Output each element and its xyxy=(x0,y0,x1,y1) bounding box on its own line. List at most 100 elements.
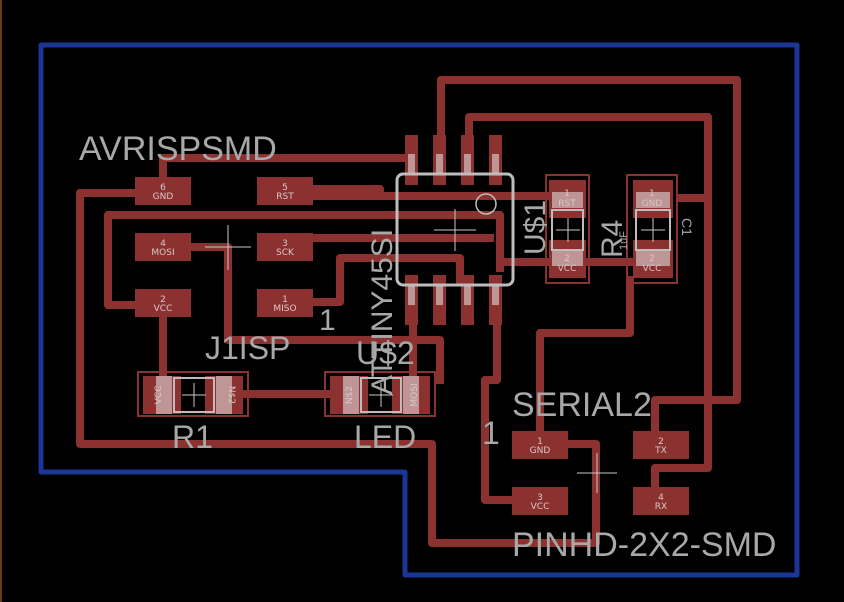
serial-pad-num: 3 xyxy=(537,493,543,503)
r1-outline xyxy=(137,371,249,417)
isp-pad-shape xyxy=(257,289,313,317)
isp-pad-shape xyxy=(135,233,191,261)
led-outline xyxy=(324,371,436,417)
isp-pad-name: VCC xyxy=(154,304,173,314)
serial-pad-name: VCC xyxy=(531,502,550,512)
c1-pad-2-num: 2 xyxy=(649,254,655,264)
c1-cream xyxy=(636,250,670,266)
chip-cream xyxy=(492,154,499,174)
label-c1: C1 xyxy=(679,218,695,236)
label-us1: U$1 xyxy=(519,200,552,255)
trace-vcc-left xyxy=(104,211,504,309)
serial-pad-shape xyxy=(512,487,568,515)
r1-cream xyxy=(156,376,172,414)
r4-pad-2-num: 2 xyxy=(564,254,570,264)
r4-cream xyxy=(552,250,583,266)
label-r1: R1 xyxy=(172,419,213,455)
board-outline xyxy=(38,42,800,578)
pin1-marker xyxy=(475,193,497,215)
trace-miso xyxy=(306,254,464,306)
c1-body xyxy=(635,209,671,251)
label-avrispsmd: AVRISPSMD xyxy=(79,130,277,168)
led-cream xyxy=(343,376,359,414)
c1-component: 1 GND 2 VCC xyxy=(626,174,678,284)
r1-body xyxy=(173,377,215,413)
serial-pad-shape xyxy=(633,487,689,515)
r4-cream xyxy=(552,192,583,208)
isp-pad-name: MISO xyxy=(273,304,296,314)
led-component: N$2 MOSI xyxy=(324,371,436,417)
r1-cream xyxy=(216,376,232,414)
label-r4: R4 xyxy=(596,220,629,258)
r4-pad-2-name: VCC xyxy=(558,264,577,274)
isp-pad-num: 4 xyxy=(160,239,166,249)
trace-gnd-top xyxy=(159,154,417,184)
c1-pad-1-num: 1 xyxy=(649,189,655,199)
isp-pad-name: MOSI xyxy=(151,248,174,258)
trace-gnd-left xyxy=(76,189,600,547)
r4-pad-1-num: 1 xyxy=(564,189,570,199)
chip-cream xyxy=(408,285,415,305)
r1-component: VCC N$2 xyxy=(137,371,249,417)
trace-rst xyxy=(306,185,384,194)
chip-cream xyxy=(464,154,471,174)
isp-pad-shape xyxy=(135,289,191,317)
label-led: LED xyxy=(354,419,416,455)
isp-pad-name: GND xyxy=(153,192,174,202)
r1-pad-1-name: N$2 xyxy=(226,386,236,404)
chip-cream xyxy=(436,154,443,174)
isp-pad-shape xyxy=(135,177,191,205)
c1-pad-1-name: GND xyxy=(642,199,663,209)
serial-pad-4: 4RX xyxy=(633,487,689,515)
r1-pad-2-name: VCC xyxy=(154,386,164,405)
isp-pad-name: RST xyxy=(276,192,294,202)
serial-pad-name: RX xyxy=(655,502,667,512)
c1-outline xyxy=(626,174,678,284)
chip-cream xyxy=(464,285,471,305)
serial-pad-shape xyxy=(633,431,689,459)
serial-pad-num: 2 xyxy=(658,437,664,447)
serial-pad-name: GND xyxy=(530,446,551,456)
chip-cream xyxy=(492,285,499,305)
label-j1isp: J1ISP xyxy=(205,330,290,366)
label-attiny: ATTINY45SI xyxy=(366,229,399,395)
attiny-chip xyxy=(395,135,515,325)
label-serial2: SERIAL2 xyxy=(512,386,652,424)
serial-pad-2: 2TX xyxy=(633,431,689,459)
trace-rx xyxy=(465,113,712,501)
serial-pad-name: TX xyxy=(654,446,667,456)
trace-serial-vcc xyxy=(481,316,516,504)
serial-pad-num: 4 xyxy=(658,493,664,503)
isp-pad-num: 6 xyxy=(160,183,166,193)
trace-serial-gnd xyxy=(536,276,634,439)
silkscreen-labels: AVRISPSMD J1ISP 1 ATTINY45SI U$2 U$1 R4 … xyxy=(79,130,776,564)
r4-outline xyxy=(545,174,590,284)
isp-pad-num: 2 xyxy=(160,295,166,305)
r4-body xyxy=(551,209,584,251)
isp-pad-shape xyxy=(257,177,313,205)
r4-pad-1-name: RST xyxy=(558,199,576,209)
isp-pad-num: 1 xyxy=(282,295,288,305)
label-us2: U$2 xyxy=(356,335,415,371)
isp-pad-num: 5 xyxy=(282,183,288,193)
label-r4-value: 1uF xyxy=(618,231,630,250)
r4-component: 1 RST 2 VCC xyxy=(545,174,590,284)
led-body xyxy=(360,377,402,413)
led-cream xyxy=(403,376,419,414)
serial-pad-num: 1 xyxy=(537,437,543,447)
led-pad-1-name: N$2 xyxy=(345,386,355,404)
isp-pad-shape xyxy=(257,233,313,261)
label-pin1-serial: 1 xyxy=(482,415,500,451)
c1-cream xyxy=(636,192,670,208)
trace-tx xyxy=(437,76,741,444)
serial-pad-shape xyxy=(512,431,568,459)
